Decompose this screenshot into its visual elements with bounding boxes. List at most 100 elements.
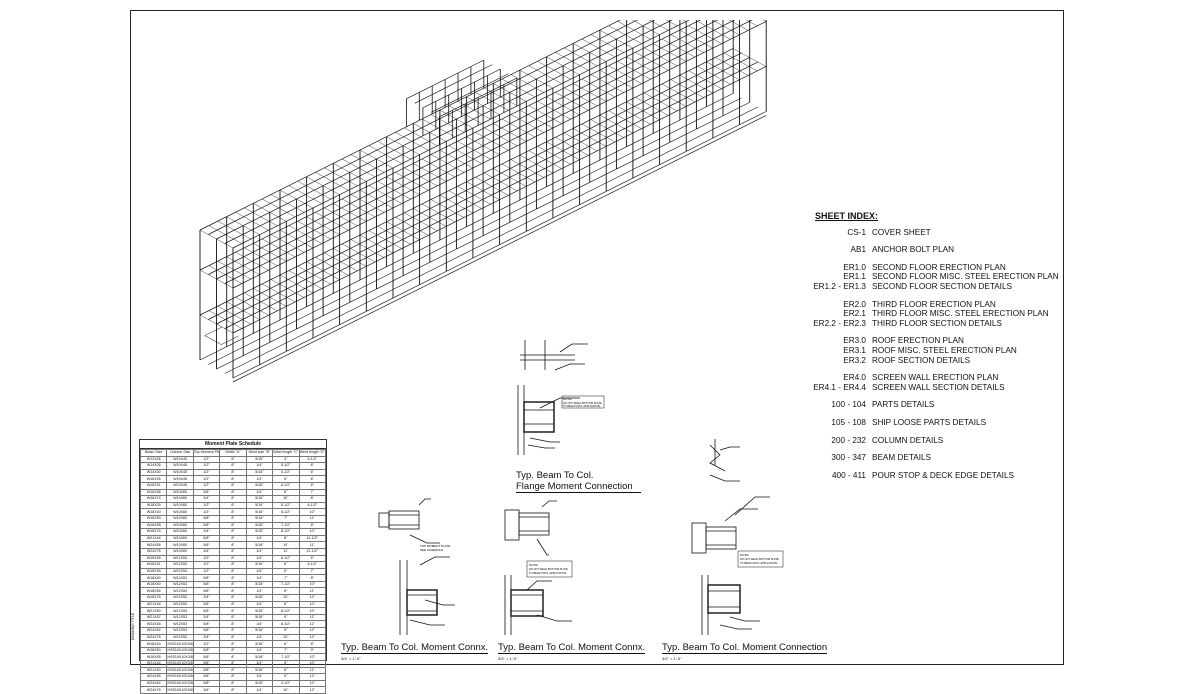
schedule-cell: W21X44 [139,600,168,609]
schedule-cell: W18X55 [139,521,168,530]
schedule-cell: 10" [272,495,300,503]
sheet-title: THIRD FLOOR ERECTION PLAN [872,299,996,309]
sheet-code: 105 - 108 [831,417,866,427]
schedule-cell: 8" [219,600,247,609]
sheet-code: ER1.0 [843,262,866,272]
sheet-title: SECOND FLOOR ERECTION PLAN [872,262,1006,272]
schedule-cell: W10X60 [166,547,194,556]
sheet-title: SCREEN WALL SECTION DETAILS [872,382,1005,392]
sheet-index-group: 200 - 232 COLUMN DETAILS [790,436,1070,446]
schedule-cell: W12X26 [139,455,168,464]
schedule-cell: 5/16" [245,468,274,477]
schedule-cell: 9" [272,627,300,635]
schedule-cell: 3/4" [192,633,221,642]
schedule-cell: 6" [272,640,300,648]
sheet-code: ER4.1 - ER4.4 [813,382,866,392]
schedule-cell: W10X45 [166,475,194,483]
sheet-code: 400 - 411 [832,470,866,480]
schedule-cell: 8" [219,561,247,569]
schedule-cell: 8-1/2" [272,620,300,629]
schedule-cell: 8" [219,475,247,483]
flange-moment-detail-drawing: NOTE: DO NOT WELD BOTTOM PLATE TO BEAM U… [517,340,605,455]
schedule-cell: 1/4" [245,554,274,563]
schedule-cell: 8" [219,580,247,589]
schedule-cell: 5/8" [192,580,221,589]
schedule-cell: 5/16" [245,561,274,569]
schedule-cell: W14X26 [139,462,168,470]
schedule-cell: HSS10X10X3/8 [166,679,194,688]
isometric-steel-frame [199,20,767,383]
sheet-code: ER2.1 [843,309,866,319]
schedule-cell: 8" [219,594,247,602]
schedule-cell: 8" [219,679,247,688]
sheet-code: 200 - 232 [831,435,866,445]
schedule-cell: 8" [272,600,300,609]
schedule-header: Weld size "B" [245,449,274,457]
schedule-cell: W18X40 [139,574,168,582]
svg-text:DO NOT WELD BOTTOM PLATE: DO NOT WELD BOTTOM PLATE [740,557,779,561]
schedule-cell: 8" [219,495,247,503]
sheet-title: SECOND FLOOR MISC. STEEL ERECTION PLAN [872,272,1059,282]
schedule-cell: W10X60 [166,508,194,516]
schedule-cell: 3/4" [192,495,221,503]
schedule-cell: 1/2" [192,462,221,470]
schedule-cell: 8" [219,567,247,576]
schedule-cell: 10" [298,607,327,615]
schedule-cell: 8" [219,660,247,668]
schedule-cell: W18X55 [139,587,168,596]
note-label-3: NOTE: [740,553,749,557]
schedule-cell: W12X53 [166,574,194,582]
schedule-cell: 1/2" [192,567,221,576]
schedule-cell: 11" [272,547,300,556]
schedule-cell: W21X57 [139,613,168,622]
schedule-cell: 1/4" [245,567,274,576]
schedule-cell: 6" [298,481,327,490]
schedule-cell: 5/16" [245,495,274,503]
schedule-cell: 1/4" [245,686,274,694]
schedule-cell: 1/4" [245,488,274,497]
schedule-cell: 1/2" [192,468,221,477]
schedule-cell: 6" [272,561,300,569]
schedule-cell: W16X31 [139,561,168,569]
sheet-title: COLUMN DETAILS [872,435,944,445]
schedule-header: Column Size [166,449,194,457]
sheet-code: ER1.2 - ER1.3 [813,281,866,291]
schedule-cell: 1/2" [192,554,221,563]
schedule-cell: W12X53 [166,600,194,609]
schedule-cell: 9" [298,646,327,655]
schedule-cell: 6" [298,462,327,470]
schedule-cell: 8" [219,587,247,596]
connx-1-scale: 3/4" = 1'-0" [341,656,361,661]
schedule-cell: 7-1/2" [272,653,300,661]
schedule-cell: 5/16" [245,640,274,648]
sheet-code: AB1 [850,245,866,255]
flange-caption-line2: Flange Moment Connection [516,481,641,493]
schedule-cell: 5-1/2" [272,462,300,470]
schedule-cell: 8" [219,468,247,477]
schedule-cell: 6" [298,475,327,483]
schedule-cell: 5/8" [192,521,221,530]
flange-caption: Typ. Beam To Col. Flange Moment Connecti… [516,470,641,493]
schedule-cell: 8" [219,633,247,642]
schedule-cell: 6-1/2" [272,481,300,490]
schedule-cell: 8" [219,607,247,615]
sheet-code: ER2.2 - ER2.3 [813,318,866,328]
schedule-cell: 10" [298,508,327,516]
